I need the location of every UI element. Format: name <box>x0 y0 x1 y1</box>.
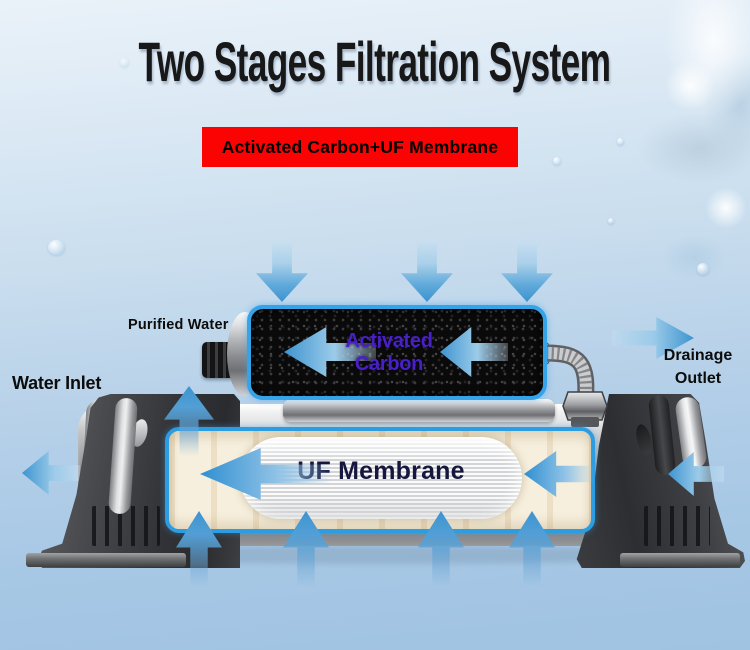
bubble-icon <box>608 218 614 224</box>
mounting-bracket <box>283 399 555 422</box>
subtitle-banner-label: Activated Carbon+UF Membrane <box>221 136 499 157</box>
drainage-outlet-label-line2: Outlet <box>674 370 722 387</box>
purified-water-label: Purified Water <box>128 317 229 333</box>
down-arrow-icon <box>501 242 553 302</box>
down-arrow-icon <box>401 242 453 302</box>
bubble-icon <box>48 240 65 255</box>
activated-carbon-label-line2: Carbon <box>354 353 424 375</box>
down-arrow-icon <box>256 242 308 302</box>
bubble-icon <box>697 263 709 275</box>
left-stand-base <box>26 553 186 567</box>
left-arrow-icon <box>22 451 80 495</box>
bubble-icon <box>553 157 561 165</box>
drainage-outlet-label-line1: Drainage <box>663 347 733 364</box>
page-title: Two Stages Filtration System <box>138 30 611 93</box>
activated-carbon-label-line1: Activated <box>345 330 433 352</box>
water-inlet-label: Water Inlet <box>12 373 102 393</box>
activated-carbon-label: Activated Carbon <box>330 330 448 376</box>
left-stand-ribs <box>92 506 160 546</box>
bubble-icon <box>120 58 129 67</box>
right-stand-ribs <box>644 506 710 546</box>
right-stand-base <box>620 553 740 567</box>
drainage-outlet-label: Drainage Outlet <box>650 344 746 390</box>
bubble-icon <box>617 138 624 145</box>
water-splash-decoration <box>550 0 750 330</box>
subtitle-banner: Activated Carbon+UF Membrane <box>202 127 518 167</box>
